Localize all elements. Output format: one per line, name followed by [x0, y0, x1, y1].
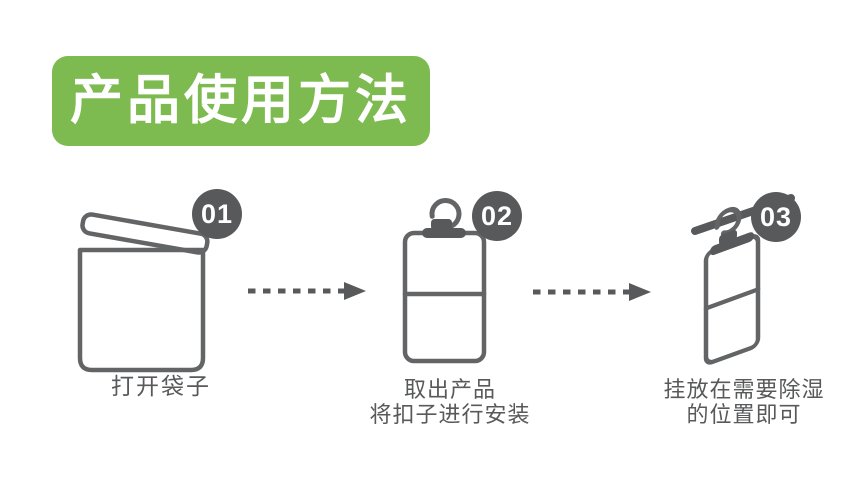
hook-knob	[719, 230, 737, 245]
step-3-caption: 挂放在需要除湿 的位置即可	[649, 377, 839, 427]
step-3-badge: 03	[751, 192, 801, 242]
page-title: 产品使用方法	[70, 71, 412, 130]
dashed-arrow-right-icon	[248, 282, 366, 300]
arrow-head	[344, 282, 366, 300]
hook-knob	[431, 219, 452, 230]
step-1-badge: 01	[192, 189, 242, 239]
step-number: 01	[200, 198, 234, 229]
caption-line: 将扣子进行安装	[369, 402, 531, 427]
open-bag-illustration	[77, 212, 210, 373]
step-number: 03	[759, 201, 793, 232]
hooked-product-illustration	[402, 197, 487, 364]
arrow-head	[629, 283, 651, 301]
caption-line: 打开袋子	[111, 373, 211, 399]
caption-line: 的位置即可	[686, 402, 802, 427]
bag-body	[77, 247, 206, 373]
step-number: 02	[480, 200, 514, 231]
caption-line: 挂放在需要除湿	[663, 377, 825, 402]
step-2-badge: 02	[472, 191, 522, 241]
clip-bar	[422, 228, 466, 238]
dashed-arrow-right-icon	[533, 283, 651, 301]
product-body	[402, 230, 487, 364]
step-2-caption: 取出产品 将扣子进行安装	[355, 377, 545, 427]
divider-line	[703, 287, 761, 311]
step-1-caption: 打开袋子	[66, 374, 256, 399]
caption-line: 取出产品	[403, 377, 496, 402]
clip-bar	[710, 232, 754, 256]
title-badge: 产品使用方法	[52, 56, 430, 146]
bag-lid	[80, 212, 210, 255]
hanger-hook	[714, 207, 742, 236]
